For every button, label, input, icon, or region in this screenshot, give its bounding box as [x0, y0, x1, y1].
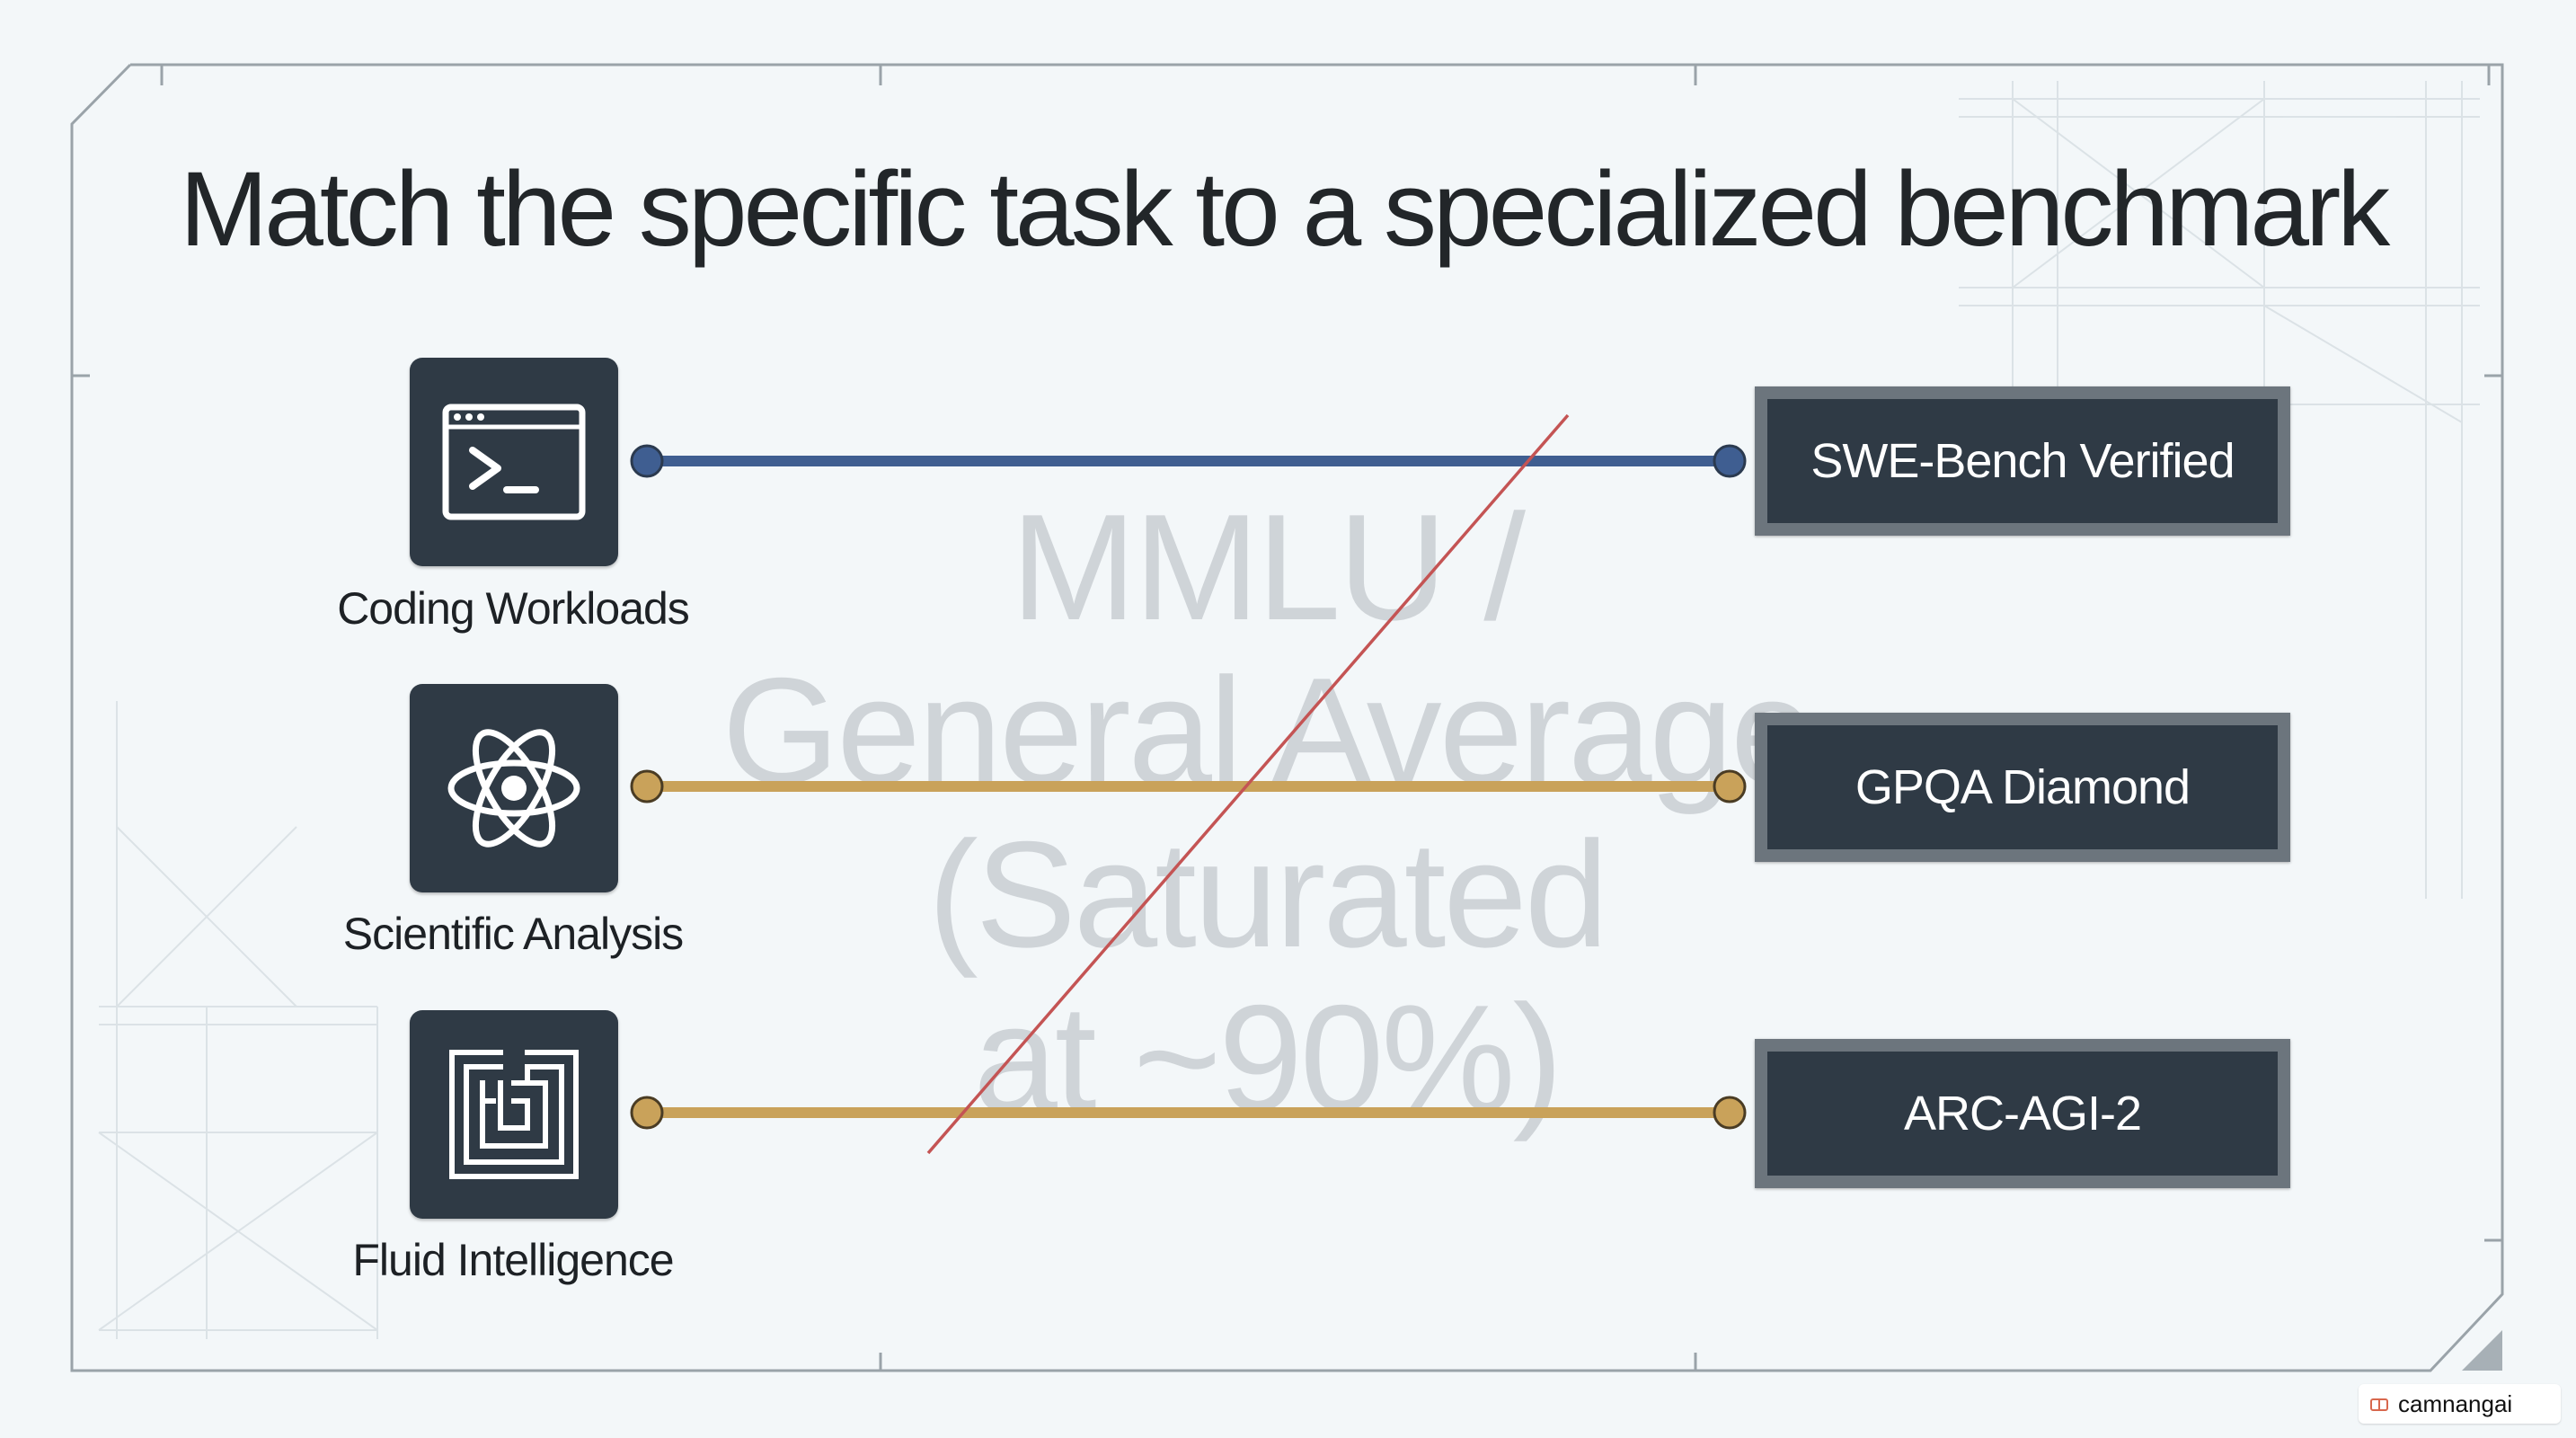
saturated-benchmark-watermark: MMLU / General Average (Saturated at ~90… — [701, 485, 1833, 1140]
benchmark-label: GPQA Diamond — [1767, 725, 2278, 849]
connector-start-dot — [630, 444, 664, 478]
connector-fluid — [630, 1096, 1747, 1130]
connector-end-dot — [1713, 444, 1747, 478]
connector-scientific — [630, 769, 1747, 803]
fluid-intelligence-tile — [410, 1010, 618, 1219]
atom-icon — [447, 729, 580, 848]
benchmark-box-arc-agi: ARC-AGI-2 — [1755, 1039, 2290, 1188]
scientific-analysis-tile — [410, 684, 618, 892]
connector-coding — [630, 444, 1747, 478]
benchmark-label: ARC-AGI-2 — [1767, 1052, 2278, 1176]
strike-through-line — [926, 413, 1570, 1155]
badge-text: camnangai — [2398, 1389, 2513, 1417]
connector-start-dot — [630, 1096, 664, 1130]
task-label-coding: Coding Workloads — [337, 583, 690, 634]
maze-icon — [449, 1050, 579, 1179]
watermark-line: MMLU / — [1011, 483, 1526, 652]
terminal-icon — [442, 404, 586, 520]
watermark-line: (Saturated — [927, 810, 1608, 979]
logo-icon — [2370, 1398, 2388, 1411]
connector-start-dot — [630, 769, 664, 803]
task-label-fluid: Fluid Intelligence — [352, 1235, 674, 1285]
frame-border — [70, 63, 2504, 1372]
task-label-scientific: Scientific Analysis — [342, 909, 684, 959]
page-title: Match the specific task to a specialized… — [180, 150, 2390, 269]
benchmark-label: SWE-Bench Verified — [1767, 399, 2278, 523]
benchmark-box-gpqa: GPQA Diamond — [1755, 713, 2290, 862]
coding-workloads-tile — [410, 358, 618, 566]
benchmark-box-swe-bench: SWE-Bench Verified — [1755, 386, 2290, 536]
brand-badge[interactable]: camnangai — [2359, 1384, 2561, 1424]
connector-end-dot — [1713, 1096, 1747, 1130]
corner-triangle — [2462, 1330, 2502, 1371]
connector-end-dot — [1713, 769, 1747, 803]
